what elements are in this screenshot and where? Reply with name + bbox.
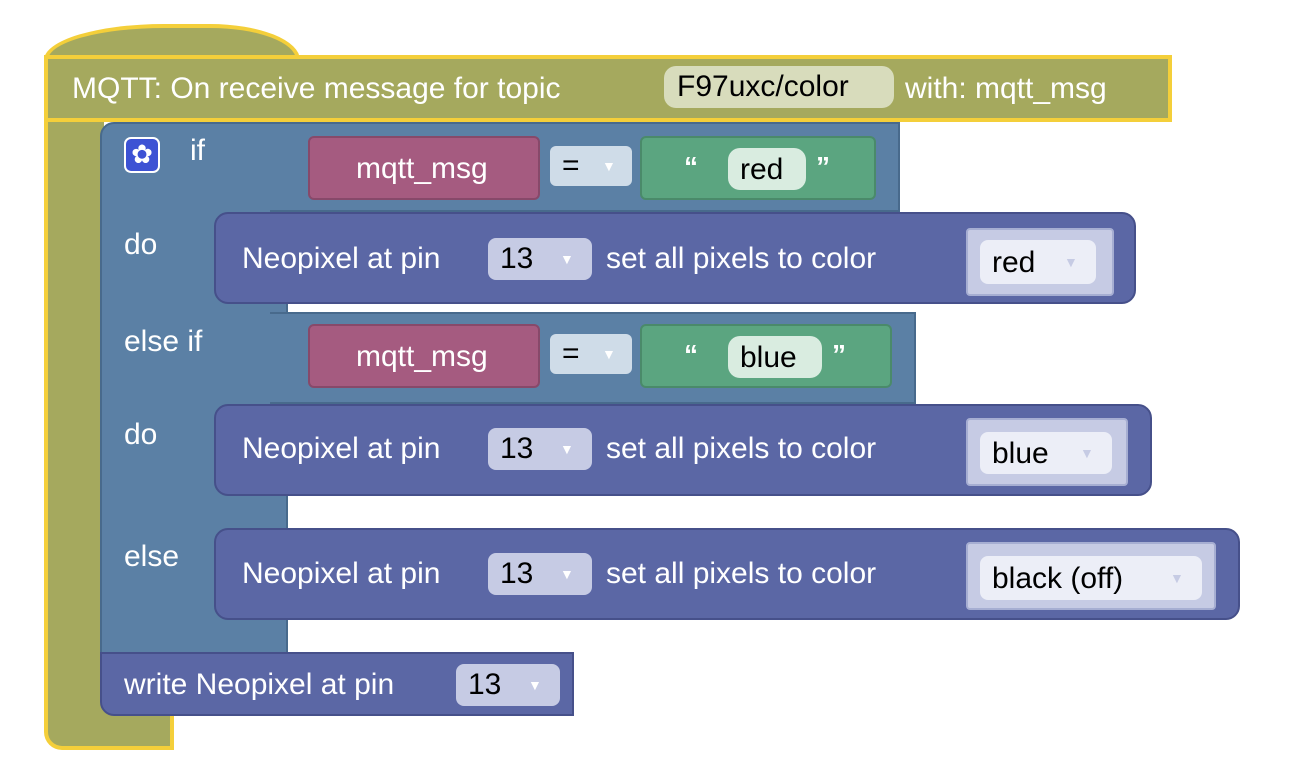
color-value: black (off) bbox=[992, 562, 1124, 595]
variable-name: mqtt_msg bbox=[356, 152, 488, 185]
gear-icon[interactable]: ✿ bbox=[124, 137, 160, 173]
neopixel-middle: set all pixels to color bbox=[606, 432, 877, 465]
topic-field[interactable]: F97uxc/color bbox=[664, 66, 894, 108]
text-block[interactable]: “ blue ” bbox=[640, 324, 892, 388]
else-label: else bbox=[124, 540, 180, 573]
chevron-down-icon: ▼ bbox=[560, 441, 574, 457]
write-label: write Neopixel at pin bbox=[124, 668, 395, 701]
variable-block[interactable]: mqtt_msg bbox=[308, 324, 540, 388]
else-if-label: else if bbox=[124, 325, 203, 358]
mqtt-event-block[interactable] bbox=[44, 55, 1172, 122]
color-socket[interactable]: black (off) ▼ bbox=[966, 542, 1216, 610]
color-dropdown[interactable]: black (off) ▼ bbox=[980, 556, 1202, 600]
text-field[interactable]: red bbox=[728, 148, 806, 190]
neopixel-prefix: Neopixel at pin bbox=[242, 557, 441, 590]
operator-value: = bbox=[562, 149, 580, 182]
event-with-label: with: mqtt_msg bbox=[905, 72, 1107, 105]
event-block-body[interactable] bbox=[44, 116, 104, 746]
neopixel-prefix: Neopixel at pin bbox=[242, 242, 441, 275]
neopixel-set-color-block[interactable]: Neopixel at pin 13 ▼ set all pixels to c… bbox=[214, 404, 1152, 496]
color-dropdown[interactable]: blue ▼ bbox=[980, 432, 1112, 474]
color-socket[interactable]: blue ▼ bbox=[966, 418, 1128, 486]
color-socket[interactable]: red ▼ bbox=[966, 228, 1114, 296]
neopixel-set-color-block[interactable]: Neopixel at pin 13 ▼ set all pixels to c… bbox=[214, 212, 1136, 304]
topic-value: F97uxc/color bbox=[677, 70, 849, 103]
event-block-foot[interactable] bbox=[44, 712, 174, 750]
pin-dropdown[interactable]: 13 ▼ bbox=[488, 238, 592, 280]
open-quote-icon: “ bbox=[684, 151, 698, 182]
text-value: red bbox=[740, 153, 784, 186]
chevron-down-icon: ▼ bbox=[1170, 570, 1184, 586]
chevron-down-icon: ▼ bbox=[602, 158, 616, 174]
pin-dropdown[interactable]: 13 ▼ bbox=[456, 664, 560, 706]
variable-block[interactable]: mqtt_msg bbox=[308, 136, 540, 200]
neopixel-middle: set all pixels to color bbox=[606, 557, 877, 590]
write-neopixel-block[interactable]: write Neopixel at pin 13 ▼ bbox=[100, 652, 574, 716]
chevron-down-icon: ▼ bbox=[560, 251, 574, 267]
neopixel-middle: set all pixels to color bbox=[606, 242, 877, 275]
chevron-down-icon: ▼ bbox=[1064, 254, 1078, 270]
chevron-down-icon: ▼ bbox=[1080, 445, 1094, 461]
compare-operator-dropdown[interactable]: = ▼ bbox=[550, 334, 632, 374]
pin-value: 13 bbox=[500, 557, 534, 590]
do-label-1: do bbox=[124, 228, 158, 261]
if-block-bottom bbox=[100, 620, 288, 654]
close-quote-icon: ” bbox=[832, 339, 846, 370]
pin-value: 13 bbox=[468, 668, 502, 701]
pin-value: 13 bbox=[500, 242, 534, 275]
color-value: blue bbox=[992, 437, 1049, 470]
color-dropdown[interactable]: red ▼ bbox=[980, 240, 1096, 284]
text-value: blue bbox=[740, 341, 797, 374]
variable-name: mqtt_msg bbox=[356, 340, 488, 373]
pin-value: 13 bbox=[500, 432, 534, 465]
if-label: if bbox=[190, 134, 205, 167]
do-label-2: do bbox=[124, 418, 158, 451]
neopixel-set-color-block[interactable]: Neopixel at pin 13 ▼ set all pixels to c… bbox=[214, 528, 1240, 620]
close-quote-icon: ” bbox=[816, 151, 830, 182]
pin-dropdown[interactable]: 13 ▼ bbox=[488, 553, 592, 595]
chevron-down-icon: ▼ bbox=[602, 346, 616, 362]
color-value: red bbox=[992, 246, 1036, 279]
chevron-down-icon: ▼ bbox=[560, 566, 574, 582]
event-label: MQTT: On receive message for topic bbox=[72, 72, 561, 105]
compare-operator-dropdown[interactable]: = ▼ bbox=[550, 146, 632, 186]
neopixel-prefix: Neopixel at pin bbox=[242, 432, 441, 465]
text-block[interactable]: “ red ” bbox=[640, 136, 876, 200]
open-quote-icon: “ bbox=[684, 339, 698, 370]
pin-dropdown[interactable]: 13 ▼ bbox=[488, 428, 592, 470]
chevron-down-icon: ▼ bbox=[528, 677, 542, 693]
text-field[interactable]: blue bbox=[728, 336, 822, 378]
operator-value: = bbox=[562, 337, 580, 370]
